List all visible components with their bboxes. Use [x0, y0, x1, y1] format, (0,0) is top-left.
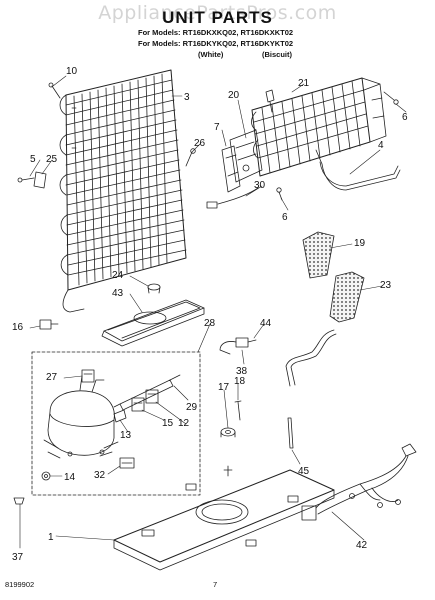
callout-20: 20	[228, 90, 240, 101]
color-label-white: (White)	[198, 50, 224, 59]
callout-1: 1	[48, 532, 54, 543]
relay-clip-16	[39, 319, 59, 330]
grommet-24	[147, 283, 161, 294]
model-list-line-2: For Models: RT16DKYKQ02, RT16DKYKT02	[138, 39, 294, 48]
callout-24: 24	[112, 270, 124, 281]
relay-12	[145, 389, 159, 404]
color-label-biscuit: (Biscuit)	[262, 50, 292, 59]
callout-43: 43	[112, 288, 124, 299]
callout-45: 45	[298, 466, 310, 477]
condenser-coil	[59, 69, 187, 313]
clip-13	[113, 409, 127, 423]
power-connector-38	[219, 337, 257, 355]
condenser-fan-coil	[251, 77, 387, 177]
wire-harness-30	[206, 187, 259, 209]
screw-10	[48, 82, 61, 99]
probe-45	[287, 417, 294, 449]
wire-harness-42	[301, 443, 417, 521]
washer-14	[41, 471, 51, 481]
mounting-bracket-25	[17, 171, 47, 189]
callout-19: 19	[354, 238, 366, 249]
screw-18	[234, 400, 242, 421]
drain-tube-4	[315, 149, 401, 191]
callout-27: 27	[46, 372, 58, 383]
screw-26	[185, 148, 196, 167]
capacitor-29	[113, 374, 181, 411]
grommet-32	[119, 457, 135, 469]
fan-motor-bracket-20	[229, 129, 263, 183]
callout-29: 29	[186, 402, 198, 413]
callout-18: 18	[234, 376, 246, 387]
page-number: 7	[213, 580, 218, 589]
callout-10: 10	[66, 66, 78, 77]
base-plate-1	[113, 465, 335, 571]
callout-14: 14	[64, 472, 76, 483]
model-list-line-1: For Models: RT16DKXKQ02, RT16DKXKT02	[138, 28, 294, 37]
document-number: 8199902	[5, 580, 35, 589]
callout-30: 30	[254, 180, 266, 191]
start-device-27	[81, 369, 95, 383]
compressor-assembly-box-28	[31, 351, 201, 496]
callout-5: 5	[30, 154, 36, 165]
callout-37: 37	[12, 552, 24, 563]
callout-21: 21	[298, 78, 310, 89]
callout-3: 3	[184, 92, 190, 103]
callout-42: 42	[356, 540, 368, 551]
callout-25: 25	[46, 154, 58, 165]
callout-32: 32	[94, 470, 106, 481]
callout-labels: 10 3 21 20 6 7 5 25 26 4 30 6 19 24 43 2…	[12, 66, 408, 563]
discharge-tube-44	[285, 329, 337, 387]
insulation-pad-19	[302, 231, 335, 279]
clip-37	[13, 497, 25, 505]
callout-23: 23	[380, 280, 392, 291]
callout-6-lower: 6	[282, 212, 288, 223]
leader-lines	[19, 75, 407, 549]
callout-26: 26	[194, 138, 206, 149]
callout-44: 44	[260, 318, 272, 329]
clip-21	[265, 89, 275, 113]
screw-6-top	[383, 91, 399, 105]
compressor-14	[43, 375, 119, 459]
insulation-pad-23	[329, 271, 365, 323]
page-title: UNIT PARTS	[162, 8, 273, 27]
callout-38: 38	[236, 366, 248, 377]
callout-12: 12	[178, 418, 190, 429]
callout-13: 13	[120, 430, 132, 441]
callout-17: 17	[218, 382, 230, 393]
callout-4: 4	[378, 140, 384, 151]
drain-pan-43	[101, 299, 205, 347]
grommet-17	[220, 427, 236, 438]
callout-6-top: 6	[402, 112, 408, 123]
overload-15	[131, 397, 145, 412]
callout-7: 7	[214, 122, 220, 133]
fan-shroud-7	[221, 145, 241, 193]
callout-28: 28	[204, 318, 216, 329]
callout-16: 16	[12, 322, 24, 333]
callout-15: 15	[162, 418, 174, 429]
watermark: AppliancePartsPros.com	[98, 2, 337, 24]
